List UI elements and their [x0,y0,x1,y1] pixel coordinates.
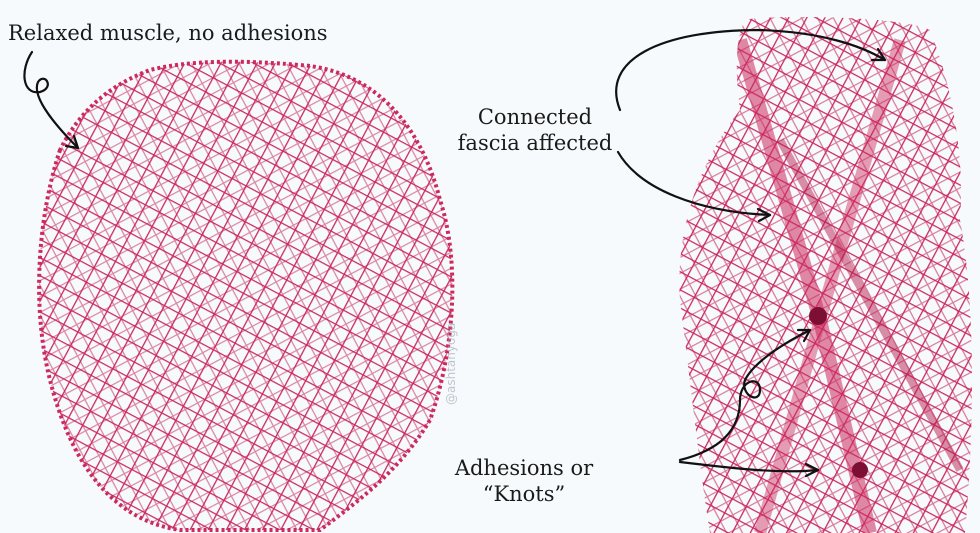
relaxed-muscle-mesh [0,0,500,533]
connected-fascia-line-2: fascia affected [430,130,640,156]
connected-fascia-line-1: Connected [430,104,640,130]
adhesions-line-2: “Knots” [438,481,610,507]
adhesion-knot-2 [852,462,868,478]
adhesions-label: Adhesions or “Knots” [438,455,610,507]
adhesion-knot-1 [809,307,827,325]
connected-fascia-label: Connected fascia affected [430,104,640,156]
adhesions-line-1: Adhesions or [438,455,610,481]
relaxed-muscle-label: Relaxed muscle, no adhesions [8,20,328,46]
watermark: @ashtanyoga [444,323,458,405]
adhesion-mesh [660,0,980,533]
